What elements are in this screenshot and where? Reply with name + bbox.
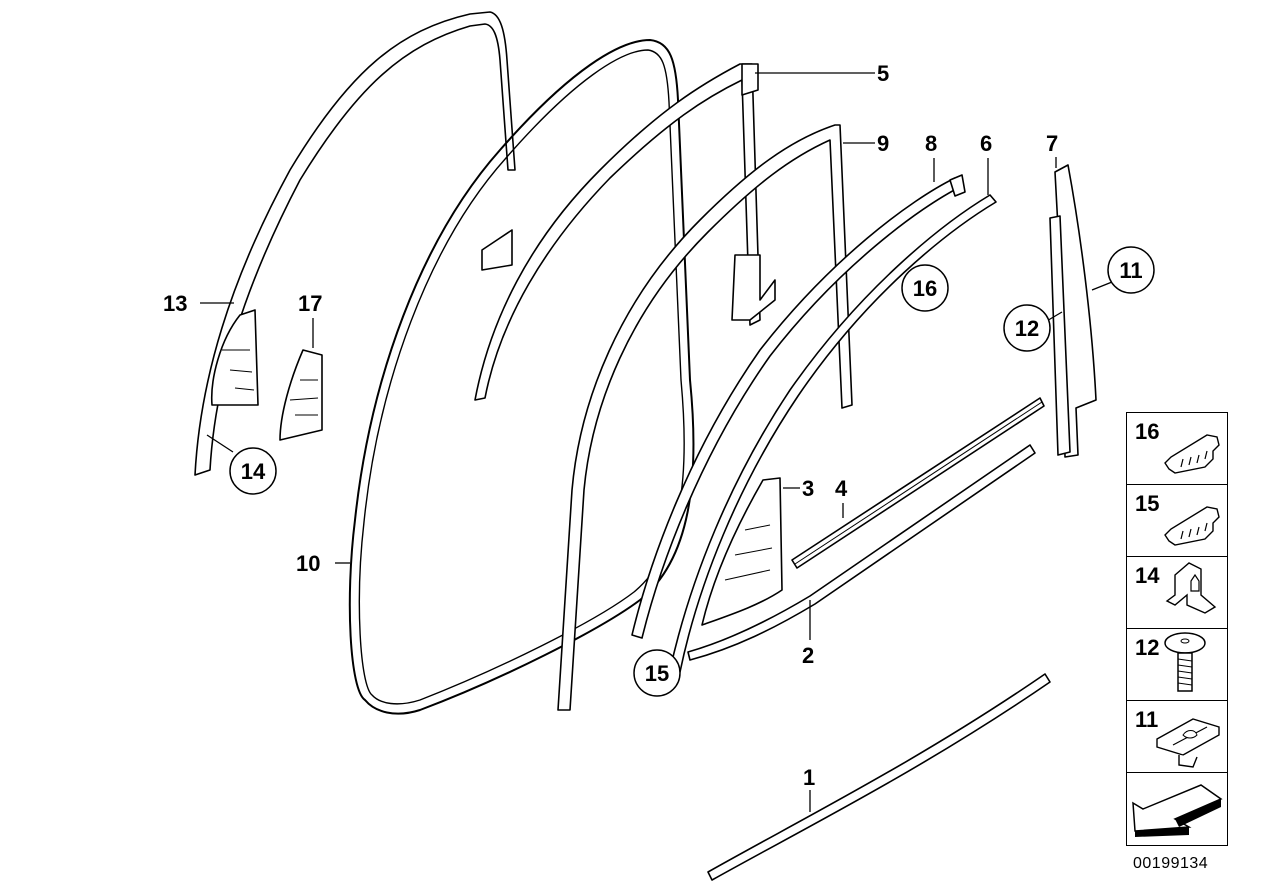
legend-num: 16 (1135, 419, 1160, 444)
legend-num: 14 (1135, 563, 1160, 588)
small-parts-legend: 16 15 14 12 11 (1126, 412, 1228, 846)
legend-item-12[interactable]: 12 (1127, 629, 1227, 701)
part-9-window-frame-seal (557, 124, 853, 711)
part-7-b-pillar-trim (1049, 164, 1097, 458)
callout-14-circled[interactable]: 14 (229, 447, 277, 495)
svg-text:14: 14 (241, 459, 266, 484)
legend-item-15[interactable]: 15 (1127, 485, 1227, 557)
callout-16-circled[interactable]: 16 (901, 264, 949, 312)
part-17-triangle-cover (279, 349, 323, 441)
callout-5[interactable]: 5 (877, 61, 889, 86)
callout-10[interactable]: 10 (296, 551, 320, 576)
legend-item-11[interactable]: 11 (1127, 701, 1227, 773)
callout-17[interactable]: 17 (298, 291, 322, 316)
callout-1[interactable]: 1 (803, 765, 815, 790)
callout-2[interactable]: 2 (802, 643, 814, 668)
part-2-lower-seal (687, 444, 1036, 661)
legend-item-16[interactable]: 16 (1127, 413, 1227, 485)
callout-8[interactable]: 8 (925, 131, 937, 156)
part-13-frame-trim (194, 11, 516, 476)
callout-lines (200, 72, 1113, 812)
callout-9[interactable]: 9 (877, 131, 889, 156)
callout-15-circled[interactable]: 15 (633, 649, 681, 697)
part-4-window-channel-seal (791, 397, 1045, 569)
svg-text:15: 15 (645, 661, 669, 686)
diagram-id: 00199134 (1133, 855, 1209, 872)
legend-num: 11 (1135, 707, 1159, 732)
callout-7[interactable]: 7 (1046, 131, 1058, 156)
arrow-left-icon (1132, 784, 1223, 837)
part-10-door-seal (348, 39, 695, 715)
screw-icon (1164, 632, 1206, 692)
part-8-guide-strip (631, 174, 966, 639)
clamp-icon (1165, 562, 1217, 614)
svg-text:11: 11 (1119, 258, 1142, 283)
callout-13[interactable]: 13 (163, 291, 187, 316)
part-5-window-guide-rail (474, 63, 776, 401)
nut-clip-icon (1156, 718, 1220, 768)
clip-long-icon (1164, 434, 1220, 474)
svg-text:16: 16 (913, 276, 937, 301)
part-1-sill-strip (707, 673, 1051, 881)
clip-long-icon (1164, 506, 1220, 546)
callout-11-circled[interactable]: 11 (1107, 246, 1155, 294)
legend-item-14[interactable]: 14 (1127, 557, 1227, 629)
callout-3[interactable]: 3 (802, 476, 814, 501)
svg-text:12: 12 (1015, 316, 1039, 341)
legend-num: 12 (1135, 635, 1160, 660)
legend-num: 15 (1135, 491, 1160, 516)
callout-6[interactable]: 6 (980, 131, 992, 156)
part-3-triangle-cover (701, 477, 783, 626)
callout-labels: 5 9 8 6 7 13 17 10 3 4 2 1 16 11 12 14 1… (163, 61, 1155, 790)
legend-item-arrow[interactable] (1127, 773, 1227, 845)
part-6-upper-seal-strip (669, 194, 997, 673)
callout-12-circled[interactable]: 12 (1003, 304, 1051, 352)
callout-4[interactable]: 4 (835, 476, 848, 501)
